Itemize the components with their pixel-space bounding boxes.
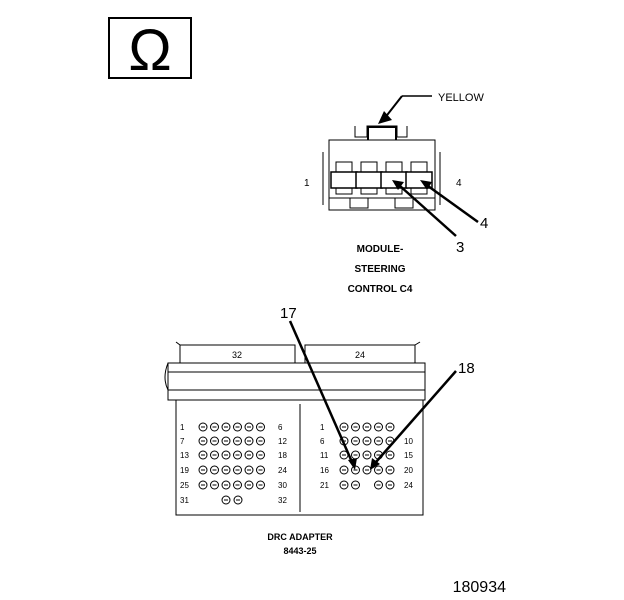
callout-17: 17	[280, 305, 297, 322]
pin-1-label: 1	[304, 178, 310, 189]
svg-text:7: 7	[180, 437, 185, 446]
module-title-line-3: CONTROL C4	[348, 284, 413, 295]
right-bank-label: 24	[355, 350, 365, 360]
svg-text:24: 24	[278, 466, 287, 475]
svg-text:19: 19	[180, 466, 189, 475]
svg-text:20: 20	[404, 466, 413, 475]
adapter-part-number: 8443-25	[283, 546, 316, 556]
cavity-1	[330, 161, 358, 195]
svg-text:13: 13	[180, 451, 189, 460]
svg-text:10: 10	[404, 437, 413, 446]
module-title-line-1: MODULE-	[357, 244, 404, 255]
drc-adapter: 17 18 32 24 1 7 13 19 25 31 6 12 18 24 3…	[164, 305, 475, 556]
ohm-symbol: Ω	[108, 17, 192, 83]
svg-text:31: 31	[180, 496, 189, 505]
module-title-line-2: STEERING	[354, 264, 405, 275]
svg-text:24: 24	[404, 481, 413, 490]
svg-text:1: 1	[320, 423, 325, 432]
svg-text:16: 16	[320, 466, 329, 475]
svg-text:12: 12	[278, 437, 287, 446]
svg-text:11: 11	[320, 451, 329, 460]
wire-color-label: YELLOW	[438, 92, 484, 104]
svg-text:1: 1	[180, 423, 185, 432]
svg-text:6: 6	[278, 423, 283, 432]
svg-text:30: 30	[278, 481, 287, 490]
figure-id: 180934	[453, 579, 506, 596]
left-bank-label: 32	[232, 350, 242, 360]
steering-connector: YELLOW 1 4	[304, 92, 488, 295]
svg-text:21: 21	[320, 481, 329, 490]
svg-text:15: 15	[404, 451, 413, 460]
ohm-icon: Ω	[128, 18, 171, 83]
pin-4-label: 4	[456, 178, 462, 189]
adapter-name: DRC ADAPTER	[267, 532, 333, 542]
svg-text:25: 25	[180, 481, 189, 490]
callout-18: 18	[458, 360, 475, 377]
left-pin-grid: 1 7 13 19 25 31 6 12 18 24 30 32	[180, 422, 287, 505]
callout-3: 3	[456, 239, 464, 256]
callout-4: 4	[480, 215, 488, 232]
svg-text:32: 32	[278, 496, 287, 505]
svg-text:18: 18	[278, 451, 287, 460]
svg-text:6: 6	[320, 437, 325, 446]
